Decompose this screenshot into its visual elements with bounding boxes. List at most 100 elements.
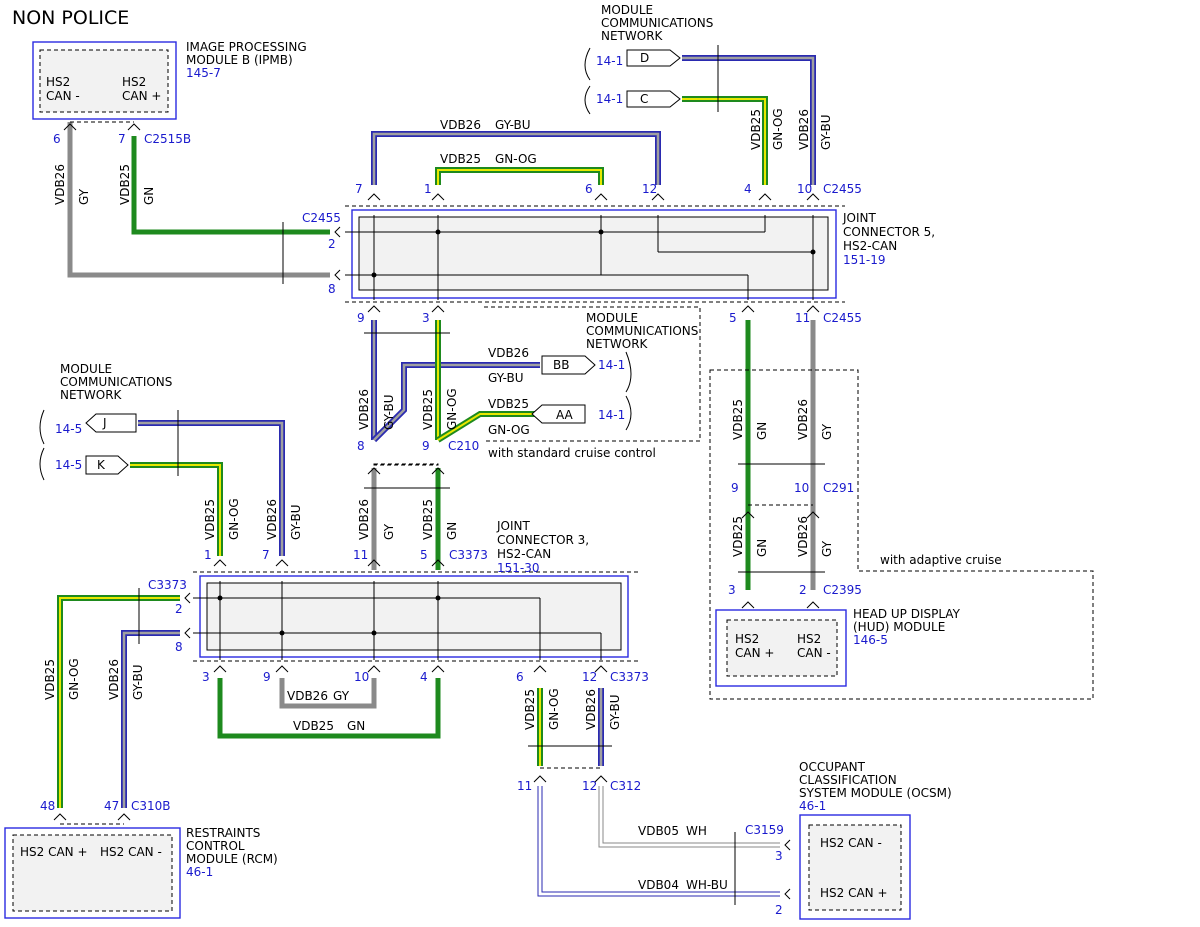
- wire-color-label: GY: [382, 523, 396, 540]
- wire-gn: [217, 678, 441, 739]
- hud-module: HS2 CAN + HS2 CAN - HEAD UP DISPLAY (HUD…: [715, 607, 961, 687]
- hud-pin-label: HS2: [797, 632, 821, 646]
- ocsm-ref: 46-1: [799, 799, 826, 813]
- network-ref: 14-1: [596, 92, 623, 106]
- network-tag-label: D: [640, 51, 649, 65]
- rcm-ref: 46-1: [186, 865, 213, 879]
- circuit-label: VDB25: [203, 499, 217, 540]
- ipmb-pin-label: CAN -: [46, 89, 80, 103]
- ocsm-name: SYSTEM MODULE (OCSM): [799, 786, 952, 800]
- pin-number: 6: [53, 132, 61, 146]
- hud-pin-label: CAN +: [735, 646, 774, 660]
- network-label: MODULE: [601, 3, 653, 17]
- wire-color-label: WH-BU: [686, 878, 728, 892]
- note-standard-cruise: with standard cruise control: [488, 446, 656, 460]
- circuit-label: VDB26: [796, 399, 810, 440]
- network-tag-label: BB: [553, 358, 569, 372]
- jc3-name: CONNECTOR 3,: [497, 533, 589, 547]
- hud-name: HEAD UP DISPLAY: [853, 607, 961, 621]
- wire-gn-og: [57, 595, 180, 808]
- wire-color-label: GY-BU: [608, 694, 622, 730]
- pin-number: 3: [422, 311, 430, 325]
- network-label: COMMUNICATIONS: [586, 324, 698, 338]
- pin-number: 4: [744, 182, 752, 196]
- connector-label: C3159: [745, 823, 784, 837]
- wire-gy-bu: [121, 630, 180, 808]
- circuit-label: VDB26: [797, 109, 811, 150]
- circuit-label: VDB25: [421, 389, 435, 430]
- network-label: COMMUNICATIONS: [60, 375, 172, 389]
- connector-label: C291: [823, 481, 854, 495]
- network-label: NETWORK: [601, 29, 664, 43]
- wire-color-label: GY: [820, 540, 834, 557]
- network-tag-label: AA: [556, 408, 574, 422]
- wire-color-label: GY-BU: [131, 664, 145, 700]
- wire-gy: [67, 122, 330, 278]
- pin-number: 9: [731, 481, 739, 495]
- network-tag-k: [85, 455, 129, 475]
- network-label: COMMUNICATIONS: [601, 16, 713, 30]
- network-label: MODULE: [60, 362, 112, 376]
- pin-number: 7: [118, 132, 126, 146]
- pin-number: 2: [328, 237, 336, 251]
- network-tag-j: [85, 413, 137, 433]
- pin-number: 2: [799, 583, 807, 597]
- wire-color-label: GN-OG: [227, 498, 241, 540]
- wire-color-label: GN: [755, 422, 769, 440]
- ipmb-ref: 145-7: [186, 66, 221, 80]
- circuit-label: VDB26: [440, 118, 481, 132]
- connector-label: C3373: [449, 548, 488, 562]
- ipmb-name: MODULE B (IPMB): [186, 53, 293, 67]
- circuit-label: VDB26: [796, 516, 810, 557]
- ocsm-pin-label: HS2 CAN +: [820, 886, 888, 900]
- pin-number: 10: [354, 670, 369, 684]
- wire-color-label: GY-BU: [495, 118, 531, 132]
- connector-label: C2455: [823, 182, 862, 196]
- wire-color-label: GN: [347, 719, 365, 733]
- pin-number: 6: [516, 670, 524, 684]
- connector-label: C310B: [131, 799, 171, 813]
- circuit-label: VDB26: [584, 689, 598, 730]
- wire-color-label: GY-BU: [289, 504, 303, 540]
- wire-color-label: GN-OG: [771, 108, 785, 150]
- pin-number: 9: [357, 311, 365, 325]
- connector-label: C3373: [610, 670, 649, 684]
- circuit-label: VDB26: [53, 164, 67, 205]
- hud-pin-label: HS2: [735, 632, 759, 646]
- circuit-label: VDB25: [488, 397, 529, 411]
- hud-pin-label: CAN -: [797, 646, 831, 660]
- wire-color-label: GN: [142, 187, 156, 205]
- ipmb-pin-label: CAN +: [122, 89, 161, 103]
- pin-number: 6: [585, 182, 593, 196]
- wire-gy-bu: [682, 55, 816, 185]
- wire-color-label: GN-OG: [495, 152, 537, 166]
- circuit-label: VDB25: [440, 152, 481, 166]
- pin-number: 12: [582, 779, 597, 793]
- network-tag-aa: [531, 404, 586, 424]
- circuit-label: VDB25: [749, 109, 763, 150]
- circuit-label: VDB25: [43, 659, 57, 700]
- circuit-label: VDB25: [731, 516, 745, 557]
- wire-gy: [279, 678, 377, 709]
- network-ref: 14-5: [55, 422, 82, 436]
- connector-label: C3373: [148, 578, 187, 592]
- ocsm-name: CLASSIFICATION: [799, 773, 897, 787]
- ipmb-module: HS2 CAN - HS2 CAN + IMAGE PROCESSING MOD…: [32, 40, 307, 146]
- rcm-pin-label: HS2 CAN -: [100, 845, 162, 859]
- rcm-name: RESTRAINTS: [186, 826, 260, 840]
- circuit-label: VDB26: [287, 689, 328, 703]
- note-adaptive-cruise: with adaptive cruise: [880, 553, 1002, 567]
- circuit-label: VDB26: [357, 389, 371, 430]
- jc3-name: JOINT: [496, 519, 531, 533]
- wire-color-label: GY: [333, 689, 350, 703]
- wire-color-label: GN-OG: [547, 688, 561, 730]
- rcm-pin-label: HS2 CAN +: [20, 845, 88, 859]
- wire-color-label: GN: [755, 539, 769, 557]
- pin-number: 7: [355, 182, 363, 196]
- wire-color-label: WH: [686, 824, 707, 838]
- joint-connector-5: JOINT CONNECTOR 5, HS2-CAN 151-19: [345, 205, 935, 303]
- circuit-label: VDB25: [731, 399, 745, 440]
- pin-number: 11: [517, 779, 532, 793]
- pin-number: 7: [262, 548, 270, 562]
